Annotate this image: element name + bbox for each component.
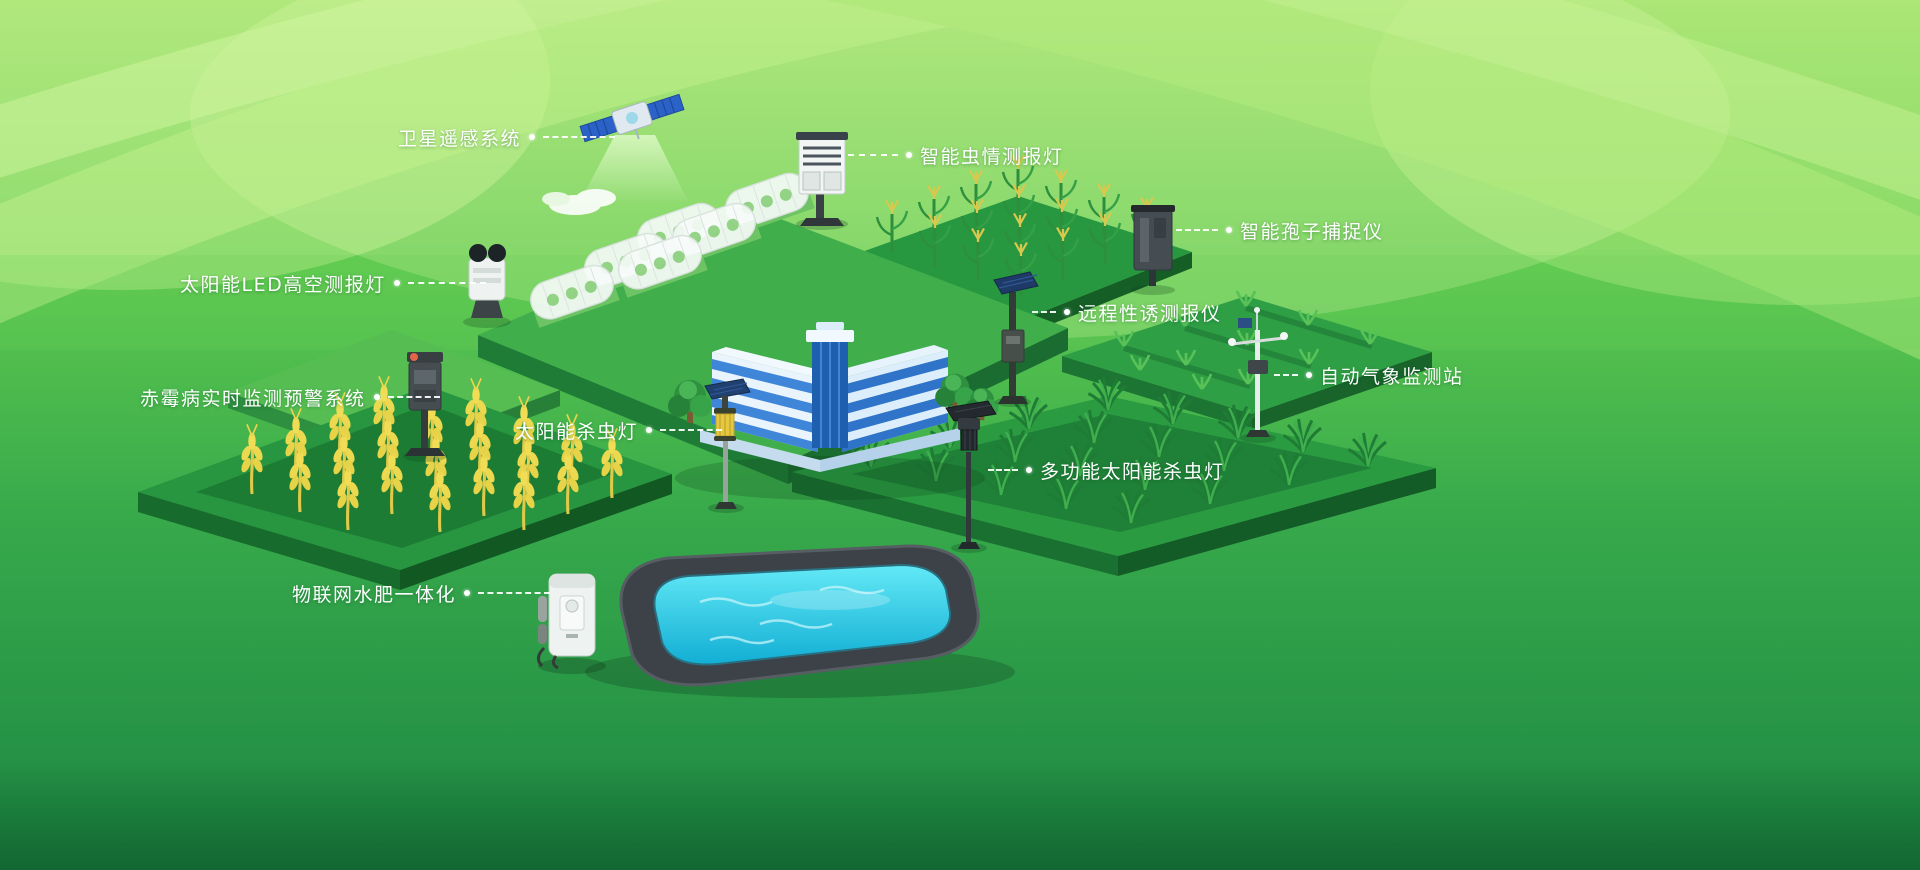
- light-arcs: [0, 0, 1920, 360]
- callout-dot: [1226, 227, 1232, 233]
- callout-text: 太阳能杀虫灯: [515, 420, 639, 443]
- callout-dot: [464, 590, 471, 596]
- callout-pheromone-monitor[interactable]: 远程性诱测报仪: [1032, 298, 1222, 326]
- cloud-icon: [542, 189, 616, 215]
- spore-catcher-icon: [1131, 205, 1175, 295]
- callout-dot: [646, 427, 653, 433]
- callout-line: [407, 282, 486, 284]
- water-waves: [699, 585, 885, 645]
- callout-line: [1176, 229, 1218, 231]
- callout-satellite[interactable]: 卫星遥感系统: [398, 123, 616, 151]
- callout-insect-lamp[interactable]: 智能虫情测报灯: [848, 141, 1064, 169]
- solar-insect-killer-icon: [704, 378, 751, 513]
- satellite-beam: [578, 135, 690, 205]
- callout-text: 多功能太阳能杀虫灯: [1040, 460, 1225, 483]
- callout-dot: [393, 280, 400, 286]
- callout-spore-catcher[interactable]: 智能孢子捕捉仪: [1176, 216, 1384, 244]
- insect-monitoring-lamp-icon: [796, 132, 848, 230]
- plot-wheat-field: [138, 358, 672, 590]
- callout-text: 自动气象监测站: [1320, 365, 1464, 388]
- callout-line: [1032, 311, 1056, 313]
- weather-station-icon: [1228, 307, 1288, 443]
- callout-dot: [529, 134, 536, 140]
- plot-crop-rows: [1062, 289, 1432, 430]
- callout-iot-fertigation[interactable]: 物联网水肥一体化: [292, 579, 551, 607]
- bottom-vignette: [0, 760, 1920, 870]
- callout-line: [543, 136, 616, 138]
- callout-dot: [1064, 309, 1070, 315]
- fertigation-machine-icon: [537, 573, 606, 674]
- callout-line: [387, 396, 440, 398]
- callout-weather-station[interactable]: 自动气象监测站: [1274, 361, 1464, 389]
- callout-text: 智能孢子捕捉仪: [1240, 220, 1384, 243]
- callout-scab-warning[interactable]: 赤霉病实时监测预警系统: [140, 383, 440, 411]
- callout-text: 物联网水肥一体化: [292, 583, 457, 606]
- office-building: [668, 322, 999, 500]
- callout-solar-insect-killer[interactable]: 太阳能杀虫灯: [515, 416, 723, 444]
- callout-line: [660, 429, 723, 431]
- callout-text: 远程性诱测报仪: [1078, 302, 1222, 325]
- callout-line: [848, 154, 898, 156]
- scab-monitor-icon: [403, 352, 447, 462]
- callout-multi-solar-insect-killer[interactable]: 多功能太阳能杀虫灯: [988, 456, 1225, 484]
- solar-led-lamp-icon: [463, 244, 511, 328]
- pheromone-monitor-icon: [993, 271, 1039, 407]
- callout-dot: [373, 394, 380, 400]
- callout-dot: [1026, 467, 1032, 473]
- callout-solar-led-lamp[interactable]: 太阳能LED高空测报灯: [180, 269, 486, 297]
- callout-line: [478, 592, 551, 594]
- callout-text: 太阳能LED高空测报灯: [180, 273, 386, 296]
- callout-line: [988, 469, 1018, 471]
- satellite-icon: [579, 93, 685, 143]
- callout-text: 卫星遥感系统: [398, 127, 522, 150]
- callout-text: 赤霉病实时监测预警系统: [140, 387, 366, 410]
- callout-text: 智能虫情测报灯: [920, 145, 1064, 168]
- callout-line: [1274, 374, 1298, 376]
- multi-solar-insect-killer-icon: [945, 400, 997, 553]
- water-pool: [585, 544, 1015, 698]
- callout-dot: [1306, 372, 1312, 378]
- callout-dot: [906, 152, 912, 158]
